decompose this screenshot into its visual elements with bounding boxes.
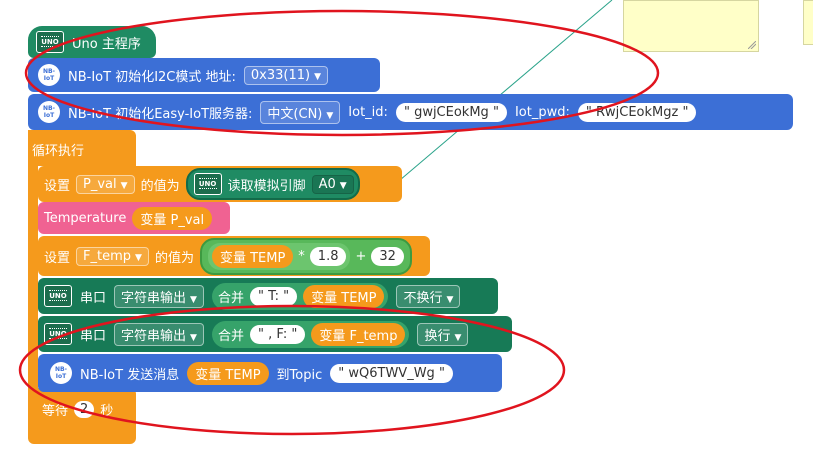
chevron-down-icon: ▼ (190, 332, 197, 343)
read-analog-block[interactable]: UNO 读取模拟引脚 A0▼ (185, 168, 360, 200)
main-program-label: Uno 主程序 (72, 36, 141, 52)
loop-block-arm (28, 166, 38, 392)
wait-label: 等待 (42, 403, 69, 419)
iot-id-label: Iot_id: (348, 104, 388, 120)
set-ftemp-block[interactable]: 设置 F_temp▼ 的值为 变量 TEMP * 1.8 + 32 (38, 236, 430, 276)
string-input[interactable]: " T: " (249, 286, 298, 306)
topic-input[interactable]: " wQ6TWV_Wg " (330, 363, 453, 383)
wait-seconds-input[interactable]: 2 (74, 400, 95, 418)
temperature-label: Temperature (44, 210, 127, 226)
set-pval-block[interactable]: 设置 P_val▼ 的值为 UNO 读取模拟引脚 A0▼ (38, 166, 402, 202)
chevron-down-icon: ▼ (190, 294, 197, 305)
string-input[interactable]: " , F: " (249, 324, 306, 344)
value-label: 的值为 (140, 178, 180, 194)
uno-board-icon: UNO (36, 31, 64, 53)
resize-handle-icon[interactable] (748, 41, 756, 49)
join-label: 合并 (217, 328, 244, 344)
chevron-down-icon: ▼ (135, 252, 142, 263)
output-mode-dropdown[interactable]: 字符串输出▼ (114, 322, 204, 346)
nb-init-i2c-text: NB-IoT 初始化I2C模式 地址: (68, 69, 236, 85)
comment-note-edge (803, 0, 813, 45)
multiply-operator: * (298, 248, 305, 264)
pin-dropdown[interactable]: A0▼ (311, 174, 354, 194)
join-block[interactable]: 合并 " T: " 变量 TEMP (211, 282, 389, 310)
serial-label: 串口 (80, 290, 107, 306)
number-input[interactable]: 1.8 (309, 246, 347, 266)
iot-id-input[interactable]: " gwjCEokMg " (395, 102, 507, 122)
variable-pval[interactable]: 变量 P_val (132, 206, 213, 230)
temperature-block[interactable]: Temperature 变量 P_val (38, 202, 230, 234)
serial-label: 串口 (80, 328, 107, 344)
nb-iot-icon: NB-IoT (38, 101, 60, 123)
i2c-address-dropdown[interactable]: 0x33(11)▼ (243, 65, 329, 85)
iot-pwd-input[interactable]: " RwjCEokMgz " (577, 102, 697, 122)
wait-block[interactable]: 等待 2 秒 (38, 394, 134, 424)
nb-iot-icon: NB-IoT (38, 64, 60, 86)
math-expression[interactable]: 变量 TEMP * 1.8 + 32 (199, 237, 412, 275)
main-program-block[interactable]: UNO Uno 主程序 (28, 26, 156, 58)
set-label: 设置 (44, 178, 71, 194)
value-label: 的值为 (154, 250, 194, 266)
chevron-down-icon: ▼ (326, 110, 334, 121)
add-operator: + (355, 248, 367, 264)
seconds-label: 秒 (100, 403, 114, 419)
newline-dropdown[interactable]: 换行▼ (417, 322, 469, 346)
uno-board-icon: UNO (44, 285, 72, 307)
output-mode-dropdown[interactable]: 字符串输出▼ (114, 284, 204, 308)
nb-iot-icon: NB-IoT (50, 362, 72, 384)
chevron-down-icon: ▼ (446, 294, 454, 305)
iot-pwd-label: Iot_pwd: (514, 104, 570, 120)
chevron-down-icon: ▼ (314, 71, 322, 82)
serial-print-block[interactable]: UNO 串口 字符串输出▼ 合并 " , F: " 变量 F_temp 换行▼ (38, 316, 512, 352)
nb-init-i2c-block[interactable]: NB-IoT NB-IoT 初始化I2C模式 地址: 0x33(11)▼ (28, 58, 380, 92)
join-block[interactable]: 合并 " , F: " 变量 F_temp (211, 320, 410, 348)
variable-temp[interactable]: 变量 TEMP (303, 284, 385, 308)
loop-block[interactable]: 循环执行 (28, 130, 136, 166)
serial-print-block[interactable]: UNO 串口 字符串输出▼ 合并 " T: " 变量 TEMP 不换行▼ (38, 278, 498, 314)
nb-send-label: NB-IoT 发送消息 (80, 367, 180, 383)
newline-dropdown[interactable]: 不换行▼ (396, 284, 461, 308)
uno-board-icon: UNO (193, 173, 222, 195)
chevron-down-icon: ▼ (120, 180, 128, 191)
variable-temp[interactable]: 变量 TEMP (187, 361, 269, 385)
loop-label: 循环执行 (32, 144, 85, 159)
pval-var-dropdown[interactable]: P_val▼ (76, 174, 135, 194)
variable-temp[interactable]: 变量 TEMP (211, 244, 294, 268)
to-topic-label: 到Topic (276, 367, 323, 383)
nb-init-easyiot-block[interactable]: NB-IoT NB-IoT 初始化Easy-IoT服务器: 中文(CN)▼ Io… (28, 94, 793, 130)
ftemp-var-dropdown[interactable]: F_temp▼ (76, 246, 149, 266)
chevron-down-icon: ▼ (339, 180, 347, 191)
uno-board-icon: UNO (44, 323, 72, 345)
server-dropdown[interactable]: 中文(CN)▼ (260, 100, 341, 124)
set-label: 设置 (44, 250, 71, 266)
read-analog-label: 读取模拟引脚 (227, 178, 306, 194)
join-label: 合并 (217, 290, 244, 306)
multiply-expression[interactable]: 变量 TEMP * 1.8 (207, 242, 351, 270)
nb-send-block[interactable]: NB-IoT NB-IoT 发送消息 变量 TEMP 到Topic " wQ6T… (38, 354, 502, 392)
nb-init-easyiot-text: NB-IoT 初始化Easy-IoT服务器: (68, 106, 253, 122)
number-input[interactable]: 32 (371, 246, 404, 266)
comment-note[interactable] (623, 0, 759, 52)
variable-ftemp[interactable]: 变量 F_temp (311, 322, 406, 346)
chevron-down-icon: ▼ (454, 332, 462, 343)
